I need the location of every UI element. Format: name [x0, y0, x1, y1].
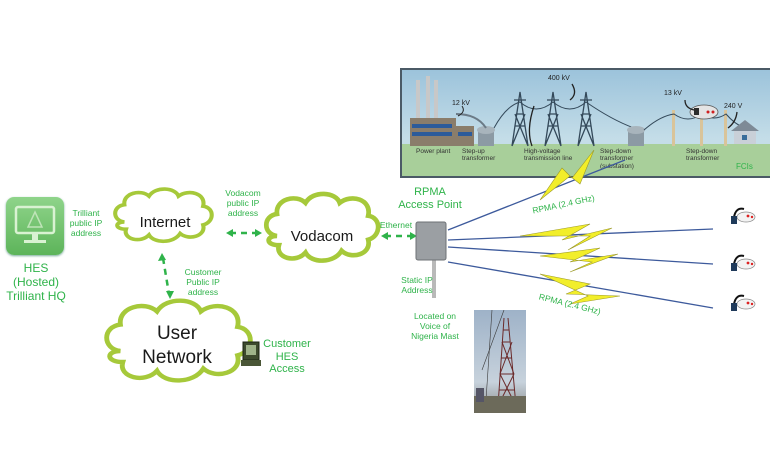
fci-on-line-icon [689, 104, 719, 120]
arrow-head [255, 229, 262, 237]
label-hv-line: High-voltage transmission line [524, 148, 573, 163]
power-plant-icon [410, 76, 474, 146]
access-point-box [415, 221, 447, 261]
trilliant-logo-icon [26, 210, 44, 228]
fci-device-icon [728, 205, 758, 229]
transmission-tower-icon [511, 91, 595, 147]
label-fcis: FCIs [736, 162, 753, 171]
ethernet-label: Ethernet [379, 220, 413, 230]
mast-location-label: Located on Voice of Nigeria Mast [411, 311, 459, 341]
fci-device-icon [728, 252, 758, 276]
monitor-icon [14, 205, 56, 243]
voltage-400kv: 400 kV [548, 75, 570, 82]
hes-label: HES (Hosted) Trilliant HQ [6, 261, 66, 303]
computer-terminal-icon [241, 338, 263, 368]
link-internet-usernetwork [161, 257, 171, 295]
house-icon [731, 120, 759, 144]
fci-device-icon [728, 292, 758, 316]
label-step-up-transformer: Step-up transformer [462, 148, 496, 163]
lightning-bolt-icon [519, 149, 621, 305]
voltage-13kv: 13 kV [664, 90, 682, 97]
substation-transformer-icon [627, 126, 645, 146]
arrow-head [410, 232, 417, 240]
ap-mast-pole [432, 258, 436, 298]
arrow-head [158, 253, 166, 261]
internet-label: Internet [139, 214, 191, 231]
label-power-plant: Power plant [416, 148, 451, 155]
static-ip-label: Static IP Address [401, 275, 433, 295]
arrow-head [226, 229, 233, 237]
voltage-12kv: 12 kV [452, 100, 470, 107]
user-network-label: User Network [142, 323, 212, 368]
customer-ip-label: Customer Public IP address [184, 267, 222, 297]
radio-mast-photo [474, 310, 526, 413]
rpma-access-point-label: RPMA Access Point [398, 186, 462, 211]
lattice-tower-icon [497, 317, 517, 407]
customer-hes-access-label: Customer HES Access [263, 338, 311, 376]
arrow-head [381, 232, 388, 240]
voltage-240v: 240 V [724, 103, 743, 110]
trilliant-ip-label: Trilliant public IP address [69, 208, 103, 238]
vodacom-ip-label: Vodacom public IP address [225, 188, 261, 218]
label-step-down-substation: Step-down transformer (substation) [600, 148, 634, 170]
hes-server-icon [6, 197, 64, 255]
step-up-transformer-icon [455, 113, 495, 146]
arrow-head [166, 291, 174, 299]
vodacom-label: Vodacom [290, 228, 354, 245]
utility-pole-icon [672, 110, 727, 146]
label-step-down-transformer: Step-down transformer [686, 148, 720, 163]
